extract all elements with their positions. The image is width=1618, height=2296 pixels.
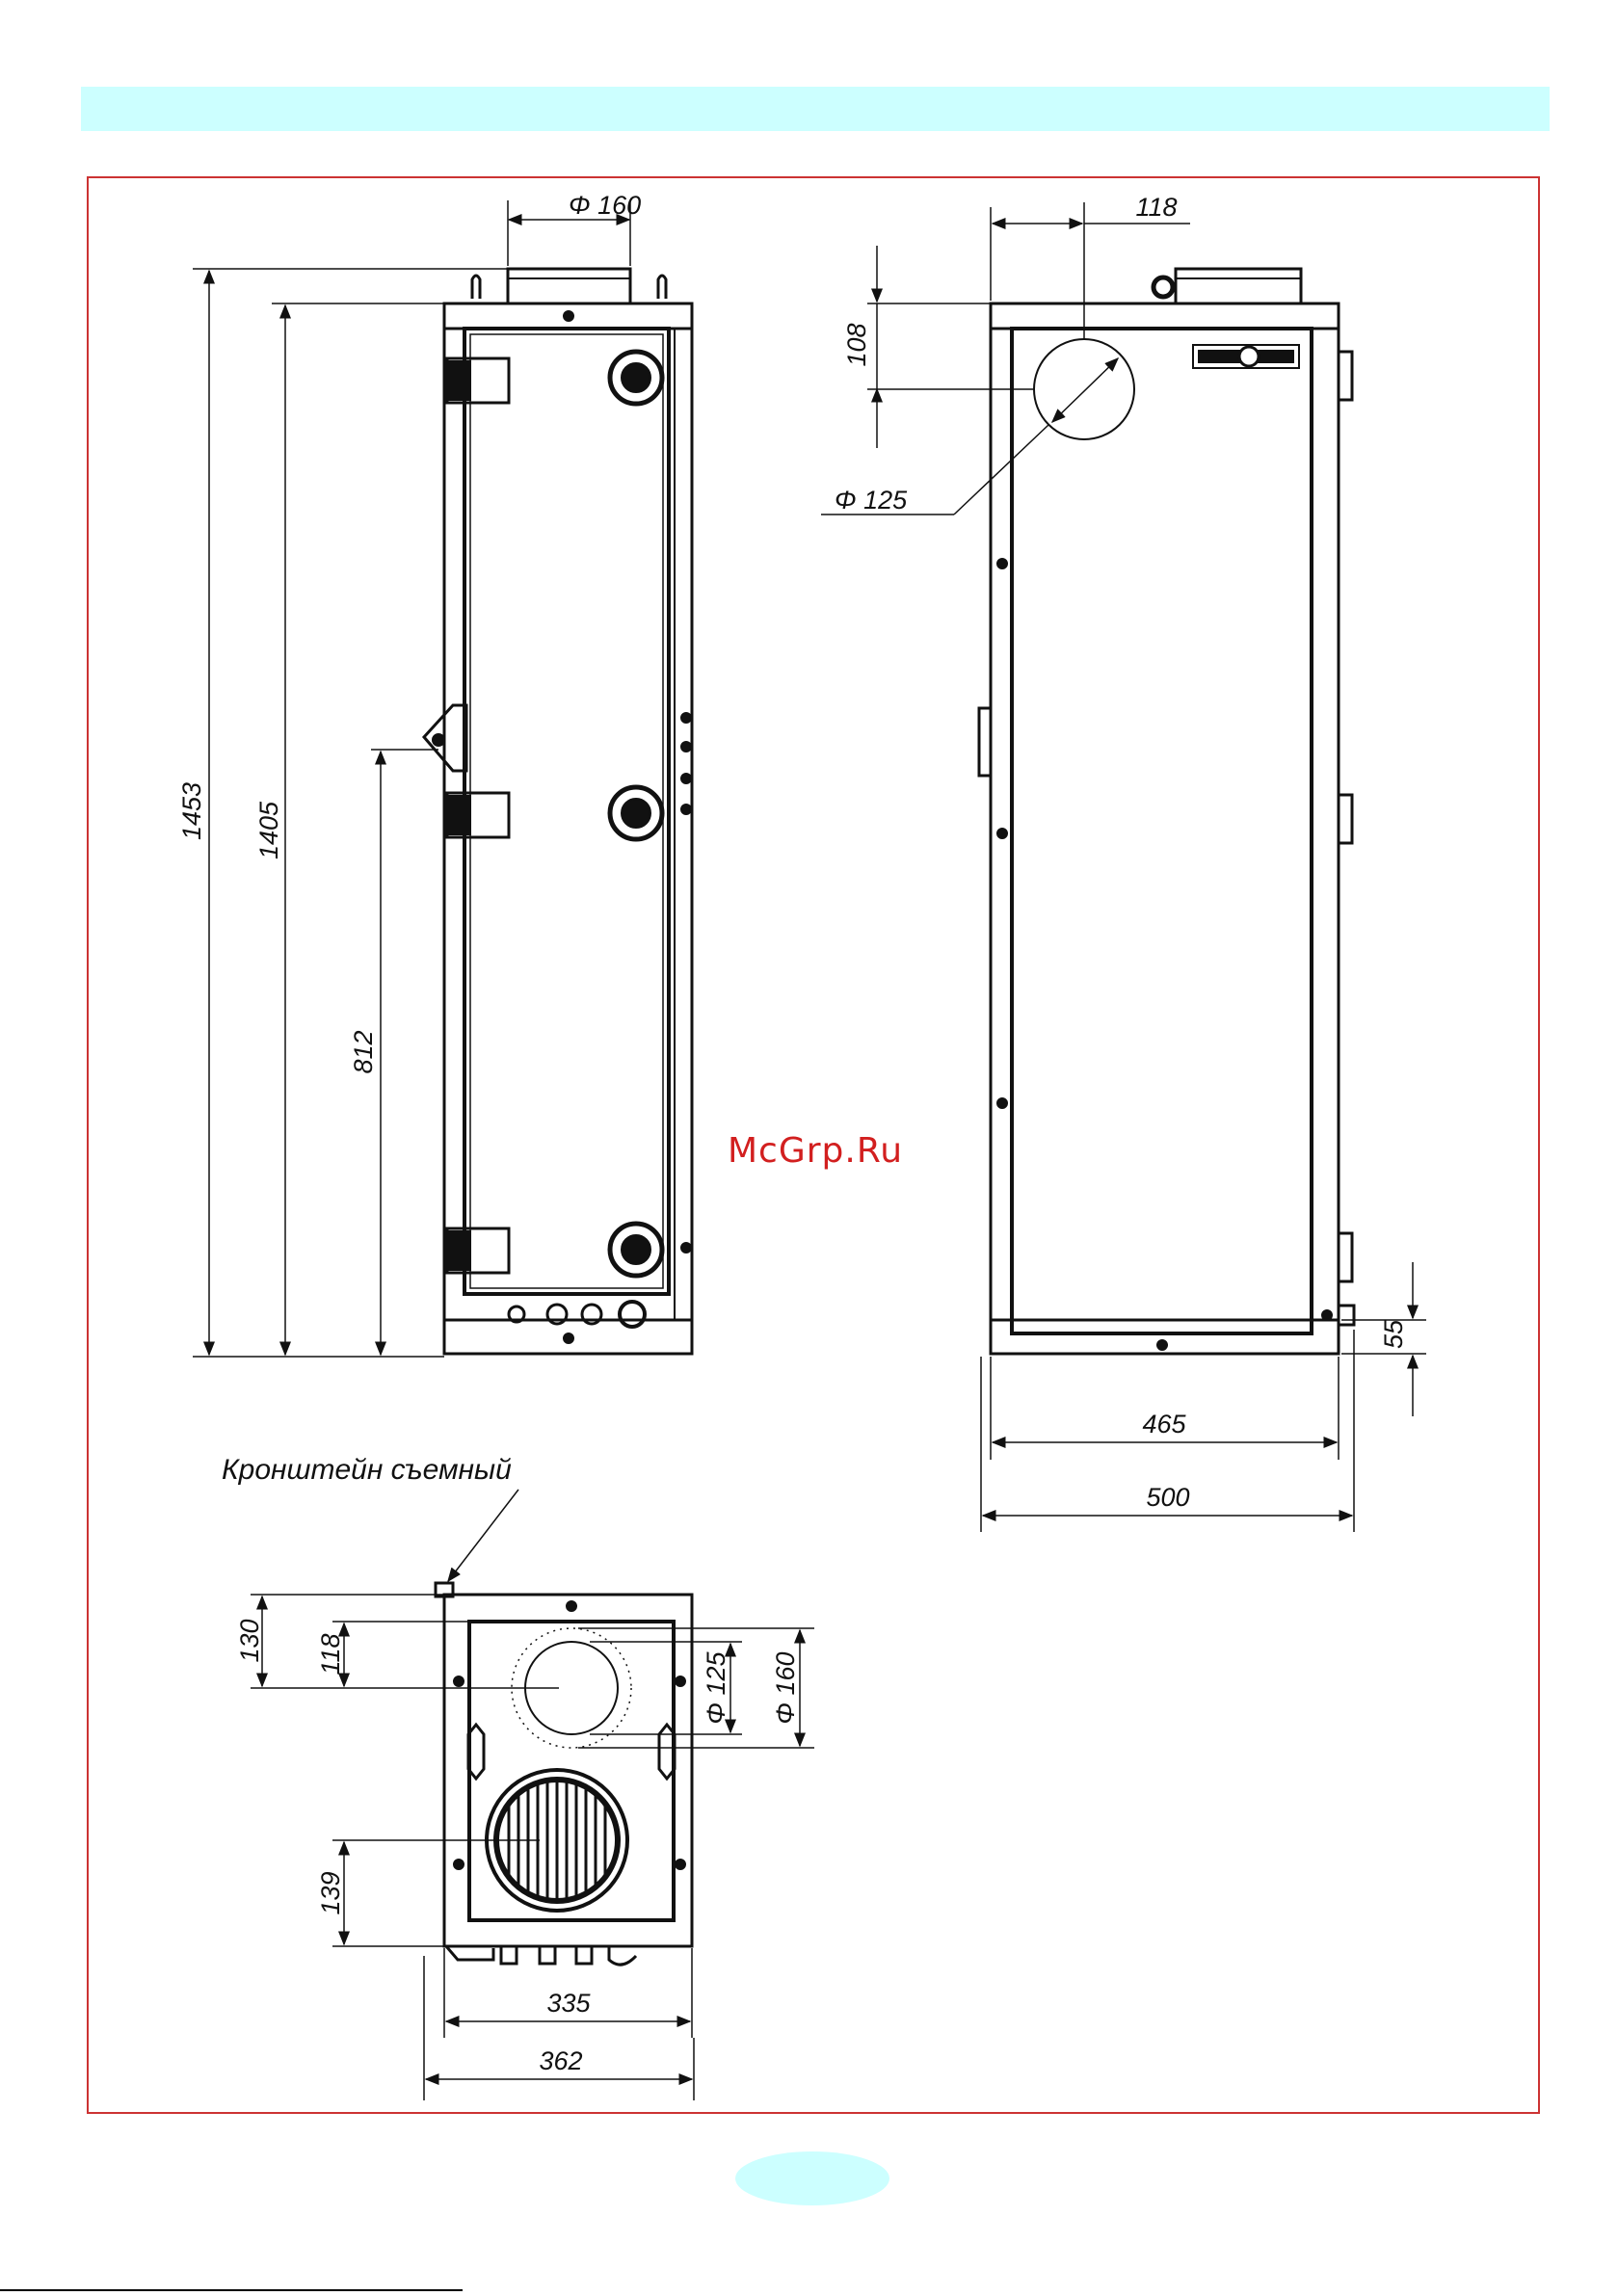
front-top-pipe bbox=[1176, 269, 1301, 303]
dim-55: 55 bbox=[1379, 1319, 1408, 1349]
front-outlet bbox=[1034, 339, 1134, 439]
bracket-note: Кронштейн съемный bbox=[222, 1454, 512, 1486]
dim-1453: 1453 bbox=[177, 782, 206, 840]
front-panel bbox=[1012, 329, 1312, 1333]
page-number-badge bbox=[735, 2151, 889, 2205]
dim-139: 139 bbox=[316, 1871, 345, 1914]
dim-130: 130 bbox=[235, 1619, 264, 1662]
front-view bbox=[979, 269, 1354, 1354]
dim-1405: 1405 bbox=[254, 801, 283, 859]
dim-118-horizontal: 118 bbox=[1135, 193, 1177, 222]
front-cabinet bbox=[991, 303, 1339, 1354]
top-pipe bbox=[508, 269, 630, 303]
top-view-dimensions bbox=[251, 1490, 814, 2100]
dim-335: 335 bbox=[546, 1989, 591, 2018]
side-view-dimensions bbox=[193, 200, 630, 1357]
watermark: McGrp.Ru bbox=[728, 1131, 903, 1171]
dim-465: 465 bbox=[1142, 1410, 1186, 1438]
dim-812: 812 bbox=[349, 1030, 378, 1073]
side-view bbox=[424, 269, 692, 1354]
dim-side-d160: Φ 160 bbox=[569, 191, 641, 220]
dim-108: 108 bbox=[842, 323, 871, 366]
footer-rule bbox=[0, 2289, 463, 2291]
dim-118-top: 118 bbox=[316, 1633, 345, 1675]
dim-top-d160: Φ 160 bbox=[771, 1651, 800, 1724]
front-lift-eye bbox=[1154, 277, 1173, 297]
dim-front-d125: Φ 125 bbox=[835, 486, 908, 515]
dim-362: 362 bbox=[539, 2046, 582, 2075]
lift-eye-right bbox=[658, 276, 666, 299]
dim-top-d125: Φ 125 bbox=[702, 1650, 730, 1724]
dim-500: 500 bbox=[1146, 1483, 1189, 1512]
top-view bbox=[436, 1583, 692, 1965]
lift-eye-left bbox=[472, 276, 480, 299]
